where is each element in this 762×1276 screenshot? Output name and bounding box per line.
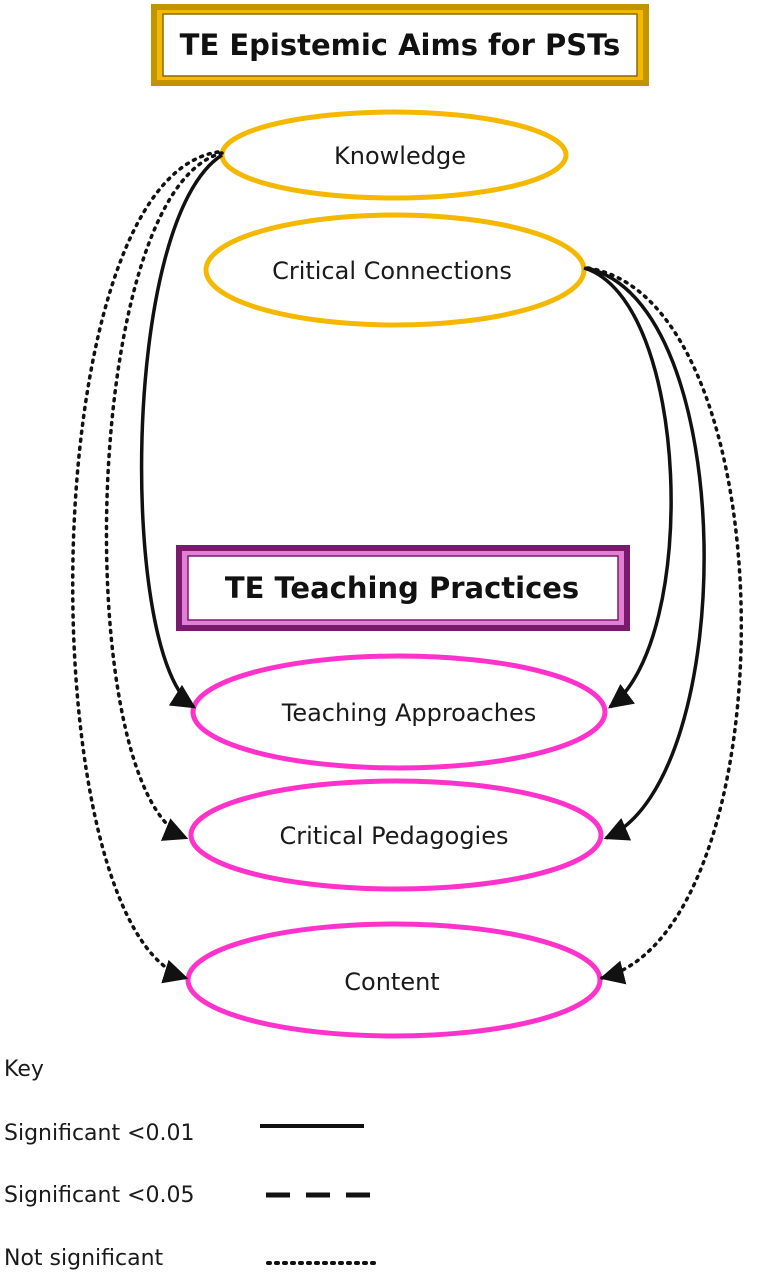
key-heading: Key — [4, 1057, 44, 1082]
node-critical-connections-label: Critical Connections — [272, 257, 512, 285]
practices-title-box: TE Teaching Practices — [176, 545, 630, 631]
node-knowledge-label: Knowledge — [334, 142, 466, 170]
key-label-dashed: Significant <0.05 — [4, 1183, 195, 1208]
aims-title: TE Epistemic Aims for PSTs — [180, 28, 621, 62]
edge-knowledge-to-content — [70, 150, 220, 984]
node-teaching-approaches-label: Teaching Approaches — [281, 699, 537, 727]
node-critical-connections: Critical Connections — [203, 212, 587, 328]
edge-knowledge-to-critical-pedagogies — [104, 151, 224, 841]
node-critical-pedagogies-label: Critical Pedagogies — [280, 822, 509, 850]
node-knowledge: Knowledge — [219, 109, 569, 201]
node-content-label: Content — [344, 968, 439, 996]
key: Key Significant <0.01 Significant <0.05 … — [4, 1057, 376, 1271]
edge-critical-connections-to-teaching-approaches — [583, 266, 673, 709]
edge-critical-connections-to-critical-pedagogies — [585, 266, 706, 841]
node-content: Content — [185, 921, 603, 1039]
edge-knowledge-to-teaching-approaches — [139, 153, 223, 709]
key-label-dotted: Not significant — [4, 1246, 164, 1271]
node-teaching-approaches: Teaching Approaches — [190, 653, 608, 771]
aims-title-box: TE Epistemic Aims for PSTs — [151, 4, 649, 86]
key-label-solid: Significant <0.01 — [4, 1121, 195, 1146]
edge-critical-connections-to-content — [586, 266, 744, 985]
node-critical-pedagogies: Critical Pedagogies — [188, 778, 604, 892]
practices-title: TE Teaching Practices — [225, 571, 579, 605]
